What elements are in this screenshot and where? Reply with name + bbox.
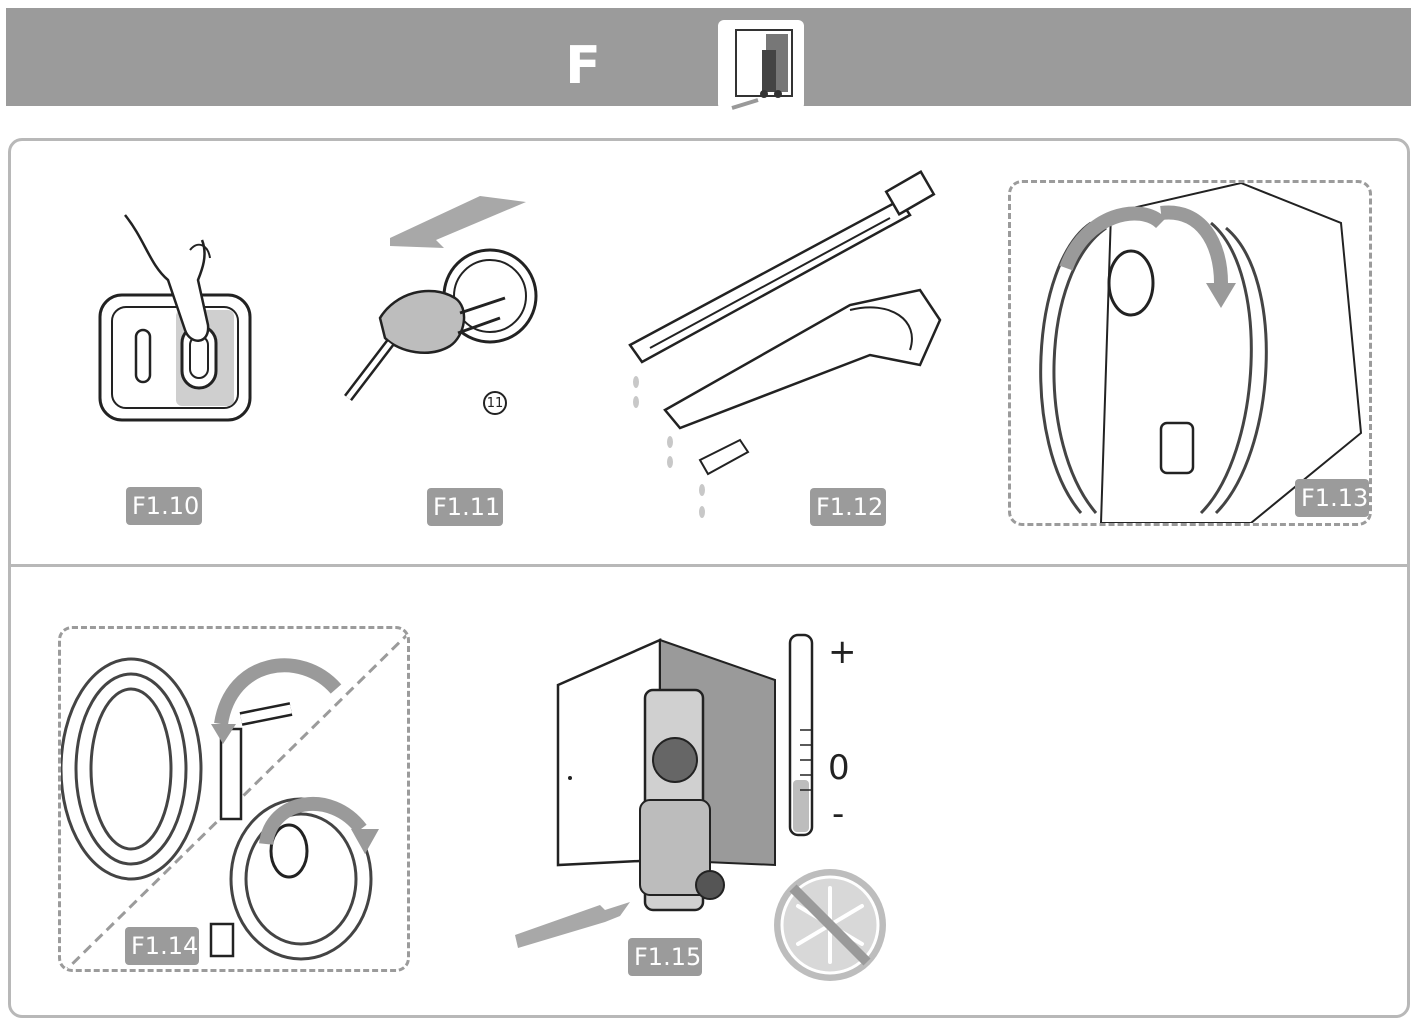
figure-label: F1.15 xyxy=(628,938,702,976)
figure-label: F1.12 xyxy=(810,488,886,526)
store-indoors-icon: + 0 - xyxy=(510,630,900,980)
wind-cable-icon: F1.13 xyxy=(1008,180,1372,526)
callout-number: 11 xyxy=(484,393,506,415)
storage-indoor-icon xyxy=(718,20,804,110)
figure-label: F1.11 xyxy=(427,488,503,526)
section-header: F xyxy=(6,8,1411,106)
drain-lance-gun-icon xyxy=(620,170,950,525)
temp-zero: 0 xyxy=(828,748,850,788)
press-switch-off-icon xyxy=(90,210,270,430)
figure-label: F1.14 xyxy=(125,927,199,965)
temp-plus: + xyxy=(828,632,857,672)
figure-label: F1.13 xyxy=(1295,479,1369,517)
unplug-icon: 11 xyxy=(340,188,540,423)
section-letter: F xyxy=(561,36,605,96)
figure-label: F1.10 xyxy=(126,487,202,525)
wind-hose-icon: F1.14 xyxy=(58,626,410,972)
row-divider xyxy=(8,564,1408,567)
temp-minus: - xyxy=(832,794,844,834)
